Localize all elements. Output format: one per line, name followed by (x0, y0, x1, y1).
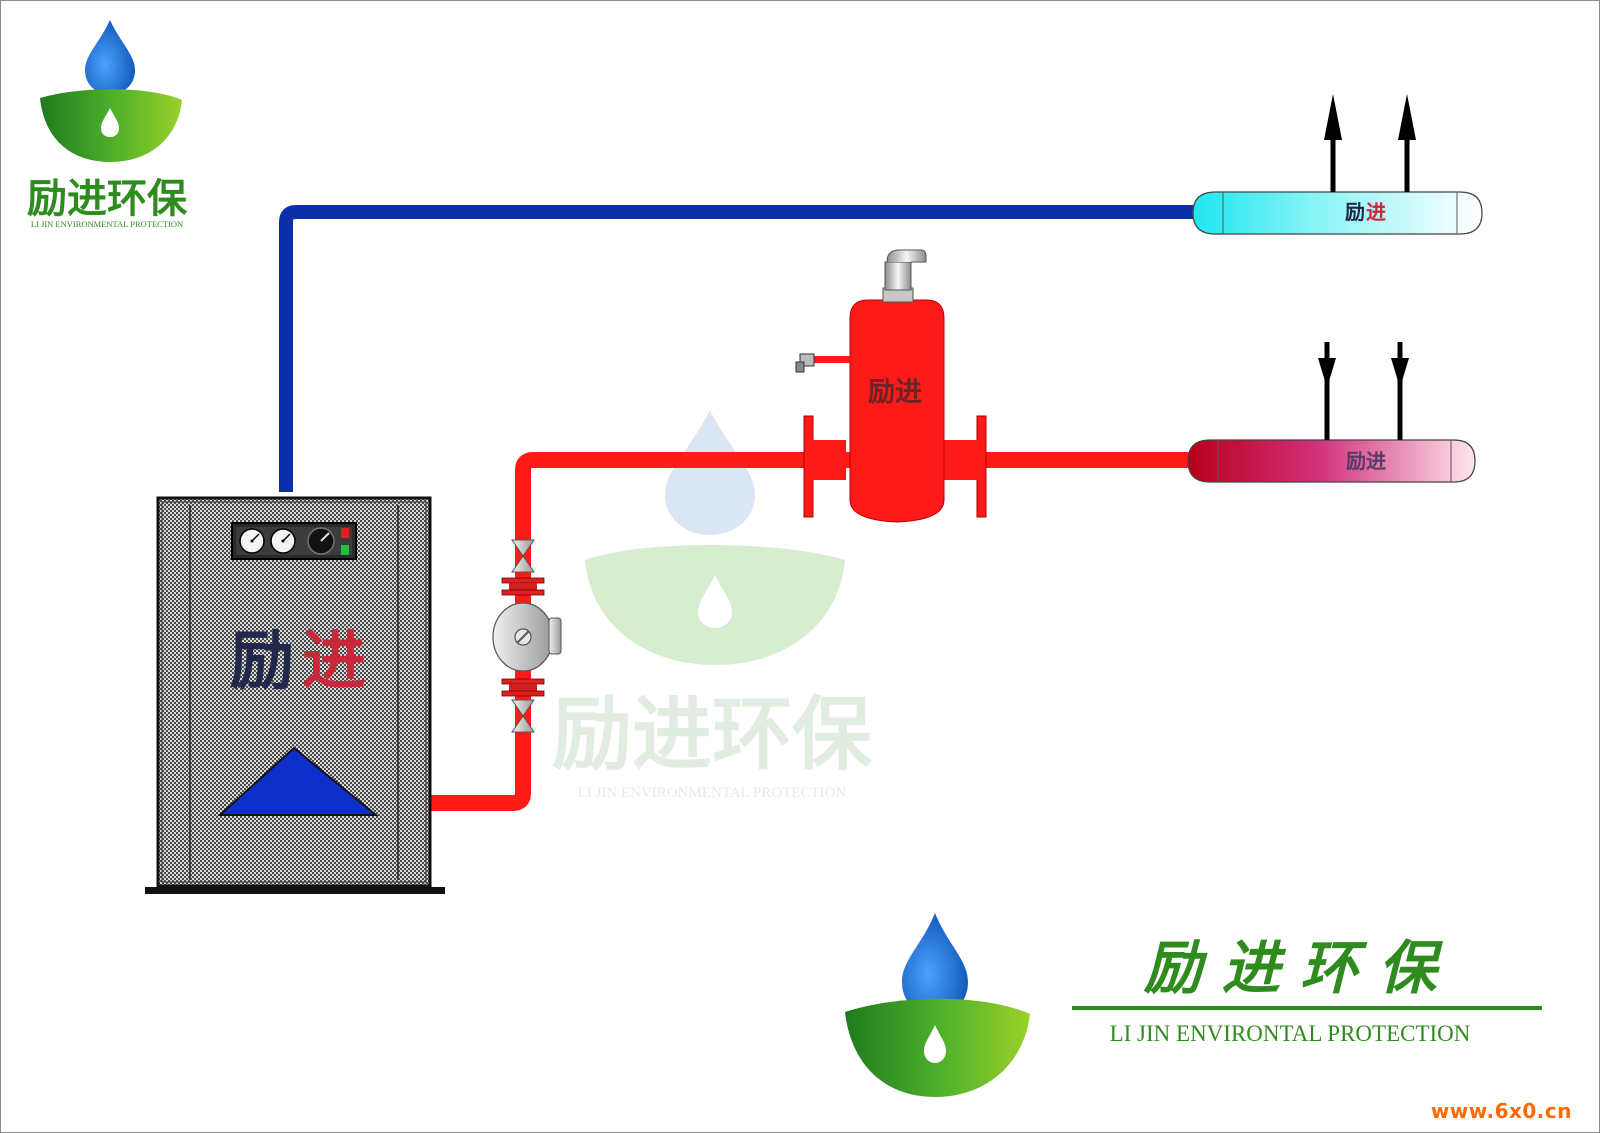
bottom-logo-name-cn: 励 进 环 保 (1143, 934, 1444, 1002)
leaf-bowl-icon (585, 545, 845, 665)
water-drop-icon (902, 913, 968, 1015)
return-header: 励进 (1187, 342, 1476, 483)
top-left-logo: 励进环保 LI JIN ENVIRONMENTAL PROTECTION (27, 20, 188, 229)
up-arrow-icon (1398, 94, 1416, 192)
top-logo-name-cn: 励进环保 (27, 176, 188, 222)
boiler-flame-triangle (217, 746, 379, 816)
supply-header-brand-part1: 励 (1345, 200, 1365, 224)
indicator-red (341, 528, 349, 538)
supply-header-vessel (1192, 191, 1483, 235)
watermark-name-cn: 励进环保 (552, 688, 873, 781)
water-drop-icon (665, 410, 755, 535)
bottom-logo-name-en: LI JIN ENVIRONTAL PROTECTION (1110, 1021, 1471, 1046)
pressure-gauge-icon (270, 528, 296, 554)
boiler-cabinet (156, 496, 432, 888)
bottom-logo-underline (1072, 1006, 1542, 1010)
down-arrow-icon (1318, 342, 1336, 440)
up-arrow-icon (1324, 94, 1342, 192)
supply-pipe (279, 205, 1195, 492)
dial-knob-icon (307, 527, 335, 555)
site-url: www.6x0.cn (1430, 1099, 1572, 1123)
lower-gate-valve (511, 699, 535, 733)
upper-gate-valve (511, 539, 535, 573)
boiler-brand-part2: 进 (302, 624, 366, 699)
supply-header: 励 进 (1192, 94, 1483, 235)
watermark-name-en: LI JIN ENVIRONMENTAL PROTECTION (578, 785, 847, 801)
boiler-brand-part1: 励 (230, 624, 294, 699)
pressure-gauge-icon (239, 528, 265, 554)
supply-header-brand-part2: 进 (1366, 200, 1386, 224)
circulation-pump (492, 577, 562, 697)
boiler-base (145, 887, 445, 894)
watermark-logo: 励进环保 LI JIN ENVIRONMENTAL PROTECTION (552, 410, 873, 801)
return-header-brand: 励进 (1346, 449, 1386, 473)
electric-boiler: 励 进 (145, 496, 445, 894)
air-dirt-separator: 励进 (795, 249, 987, 523)
down-arrow-icon (1391, 342, 1409, 440)
bottom-right-logo: 励 进 环 保 LI JIN ENVIRONTAL PROTECTION (845, 913, 1542, 1097)
water-drop-icon (85, 20, 135, 94)
separator-body (849, 299, 945, 523)
return-header-vessel (1187, 439, 1476, 483)
top-logo-name-en: LI JIN ENVIRONMENTAL PROTECTION (31, 219, 183, 229)
separator-brand: 励进 (868, 377, 922, 408)
indicator-green (341, 545, 349, 555)
